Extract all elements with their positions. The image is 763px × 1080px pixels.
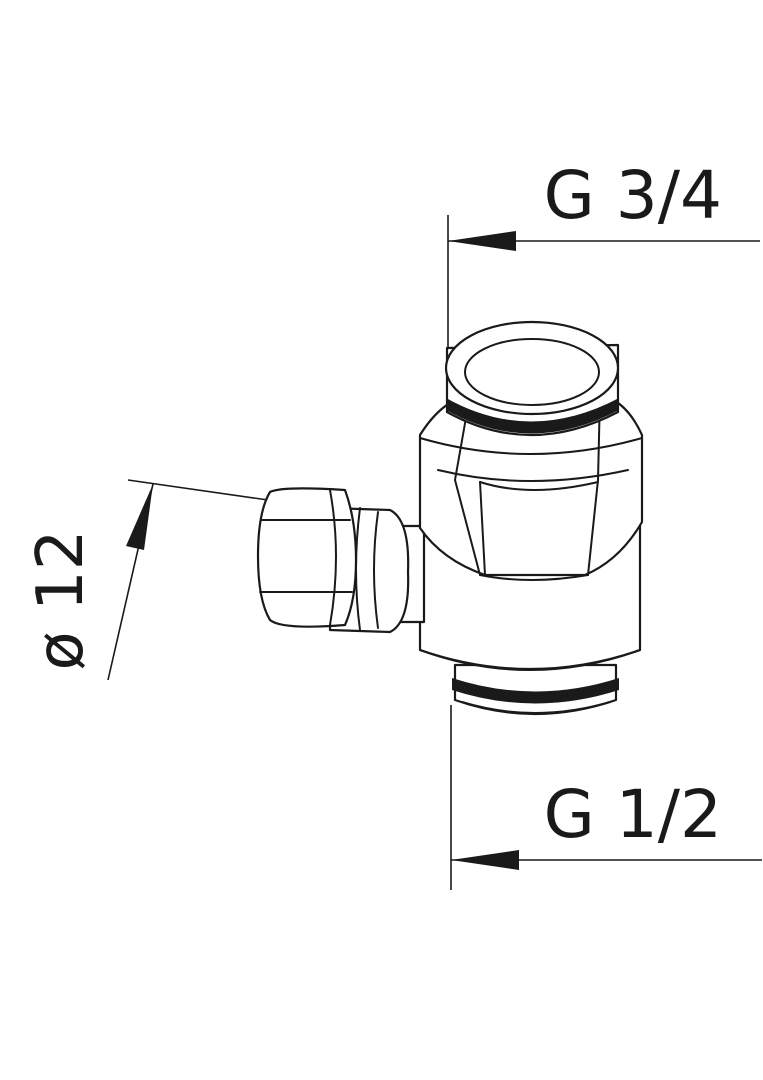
arrowhead-bottom: [451, 850, 519, 870]
label-top-thread: G 3/4: [544, 157, 722, 234]
extension-line-pipe: [127, 479, 269, 501]
arrowhead-top: [448, 231, 516, 251]
dimension-top-thread: G 3/4: [447, 157, 760, 350]
label-pipe-diameter: ø 12: [24, 530, 98, 671]
arrowhead-pipe: [126, 484, 153, 550]
fitting-body: [256, 320, 644, 716]
hex-nut: [418, 393, 644, 581]
dimension-pipe-diameter: ø 12: [24, 479, 269, 681]
compression-nut: [256, 487, 410, 634]
label-bottom-thread: G 1/2: [544, 776, 722, 853]
top-thread-connector: [444, 320, 620, 437]
bottom-thread-connector: [452, 663, 619, 716]
dimension-bottom-thread: G 1/2: [450, 705, 762, 890]
